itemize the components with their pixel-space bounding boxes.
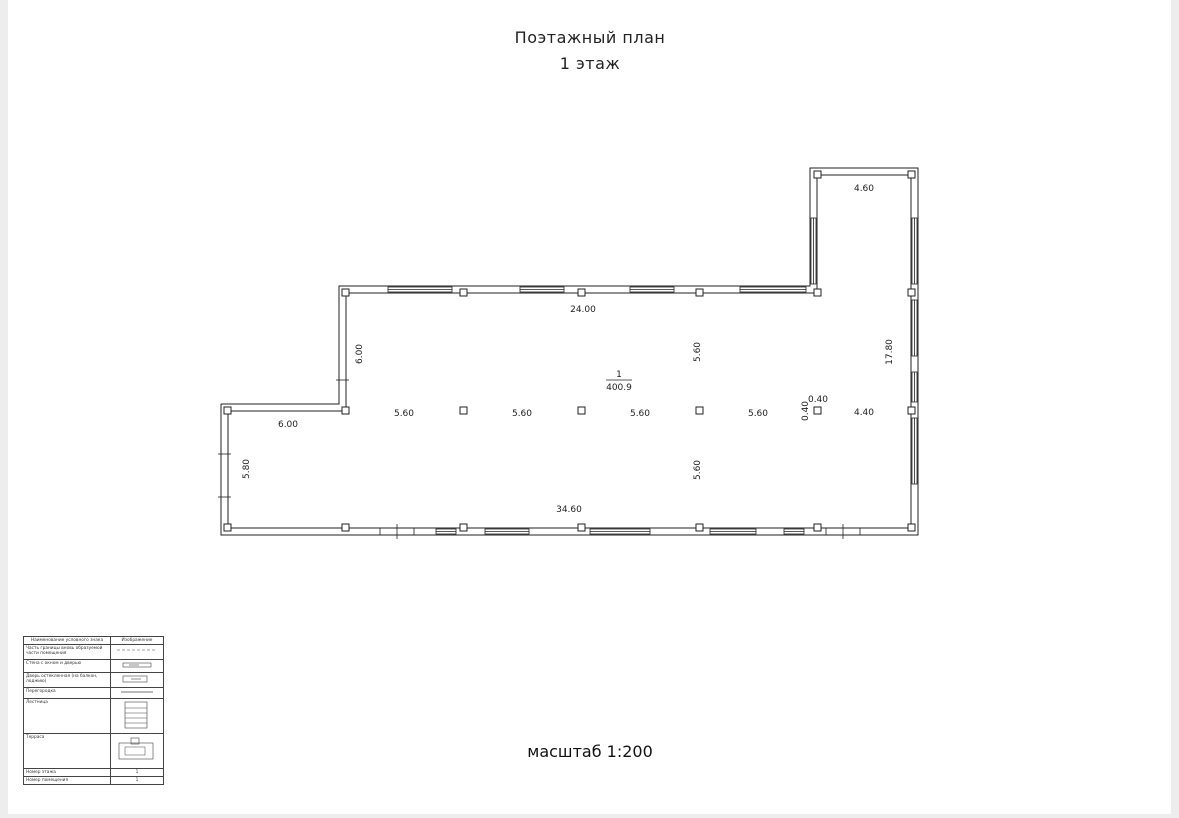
column — [813, 288, 822, 297]
column — [577, 288, 586, 297]
scale-label: масштаб 1:200 — [527, 742, 653, 761]
legend-table: Наименование условного знака Изображение… — [23, 636, 164, 785]
legend-footer-value: 1 — [110, 776, 164, 785]
page-right-edge — [1171, 0, 1179, 818]
dim-column-span-upper: 5.60 — [693, 342, 703, 362]
legend-footer-value: 1 — [110, 768, 164, 777]
column — [813, 406, 822, 415]
legend-footer-row: Номер помещения 1 — [23, 776, 164, 785]
legend-row: Перегородка — [23, 687, 164, 699]
legend-row-label: Стена с окном и дверью — [23, 659, 111, 673]
dim-column-span: 5.60 — [512, 409, 532, 419]
dim-annex-width: 4.60 — [854, 184, 874, 194]
legend-row-label: Часть границы вновь образуемой части пом… — [23, 644, 111, 660]
column — [341, 523, 350, 532]
legend-row-label: Дверь остекленная (на балкон, лоджию) — [23, 672, 111, 688]
legend-footer-label: Номер этажа — [23, 768, 111, 777]
column — [813, 170, 822, 179]
dim-column-size-h: 0.40 — [808, 395, 828, 405]
dim-right-wall: 17.80 — [885, 339, 895, 365]
dimension-labels: 24.00 34.60 6.00 6.00 5.80 17.80 4.60 4.… — [242, 184, 895, 515]
legend-header: Наименование условного знака Изображение — [23, 636, 164, 645]
dim-column-span: 5.60 — [630, 409, 650, 419]
dim-column-span: 5.60 — [394, 409, 414, 419]
column — [907, 406, 916, 415]
legend-header-image: Изображение — [110, 636, 164, 645]
outer-wall — [220, 167, 919, 536]
dim-left-offset-height: 6.00 — [355, 344, 365, 364]
legend-symbol-wall — [110, 659, 164, 673]
column — [907, 288, 916, 297]
dim-bottom-wall: 34.60 — [556, 505, 582, 515]
inner-wall — [227, 174, 912, 529]
column — [695, 406, 704, 415]
legend-symbol-terrace — [110, 733, 164, 769]
legend-row: Терраса — [23, 733, 164, 769]
legend-row: Стена с окном и дверью — [23, 659, 164, 673]
dim-left-offset-width: 6.00 — [278, 420, 298, 430]
column — [341, 406, 350, 415]
room-number: 1 — [616, 370, 622, 380]
column — [695, 288, 704, 297]
plan-title: Поэтажный план — [514, 28, 666, 47]
column — [907, 523, 916, 532]
legend-symbol-boundary — [110, 644, 164, 660]
dim-right-bay: 4.40 — [854, 408, 874, 418]
column — [695, 523, 704, 532]
column — [223, 406, 232, 415]
dim-column-size-v: 0.40 — [801, 401, 811, 421]
column — [459, 406, 468, 415]
legend-symbol-glazed-door — [110, 672, 164, 688]
column — [459, 523, 468, 532]
column — [577, 523, 586, 532]
columns — [223, 170, 916, 532]
column — [459, 288, 468, 297]
legend-footer-label: Номер помещения — [23, 776, 111, 785]
page-bottom-edge — [0, 814, 1179, 818]
dim-left-wall: 5.80 — [242, 459, 252, 479]
legend-symbol-stairs — [110, 698, 164, 734]
legend-row-label: Терраса — [23, 733, 111, 769]
legend-row: Дверь остекленная (на балкон, лоджию) — [23, 672, 164, 688]
room-label: 1 400.9 — [606, 370, 632, 393]
windows — [387, 217, 918, 535]
legend-symbol-partition — [110, 687, 164, 699]
legend-footer-row: Номер этажа 1 — [23, 768, 164, 777]
doors — [218, 379, 861, 539]
column — [223, 523, 232, 532]
legend-row-label: Лестница — [23, 698, 111, 734]
legend-row: Часть границы вновь образуемой части пом… — [23, 644, 164, 660]
column — [907, 170, 916, 179]
legend-row-label: Перегородка — [23, 687, 111, 699]
column — [577, 406, 586, 415]
legend-row: Лестница — [23, 698, 164, 734]
dim-column-span: 5.60 — [748, 409, 768, 419]
floor-subtitle: 1 этаж — [559, 54, 621, 73]
legend-header-name: Наименование условного знака — [23, 636, 111, 645]
room-area: 400.9 — [606, 383, 632, 393]
column — [341, 288, 350, 297]
dim-top-wall: 24.00 — [570, 305, 596, 315]
column — [813, 523, 822, 532]
page-left-edge — [0, 0, 8, 818]
dim-column-span-lower: 5.60 — [693, 460, 703, 480]
